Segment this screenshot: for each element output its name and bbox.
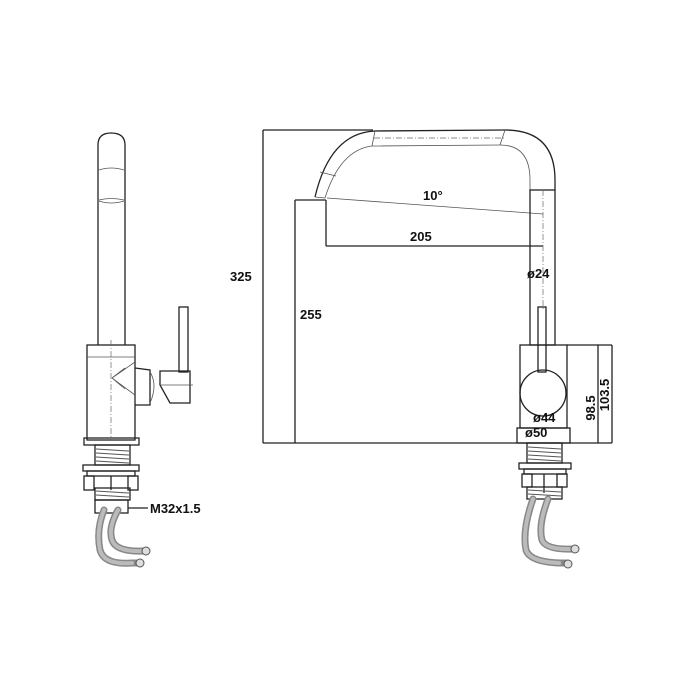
body-diameter-label: ø44 <box>533 410 556 425</box>
base-diameter-label: ø50 <box>525 425 547 440</box>
spout-diameter-label: ø24 <box>527 266 550 281</box>
side-base-plate <box>83 437 140 446</box>
overall-height-label: 325 <box>230 269 252 284</box>
body-height-inner-label: 98.5 <box>583 395 598 420</box>
spout-height-label: 255 <box>300 307 322 322</box>
side-mounting-thread <box>82 444 140 514</box>
front-supply-hoses <box>521 495 580 569</box>
front-spout-arch <box>314 129 556 198</box>
front-handle-lever <box>537 306 547 373</box>
side-spout-tube <box>97 132 126 345</box>
side-handle-block <box>159 370 191 404</box>
spout-angle-label: 10° <box>423 188 443 203</box>
spout-reach-label: 205 <box>410 229 432 244</box>
front-mounting-thread <box>518 442 572 500</box>
front-view-faucet: 325 255 205 10° ø24 ø44 ø50 98.5 103.5 <box>230 129 613 569</box>
thread-size-label: M32x1.5 <box>150 501 201 516</box>
body-height-outer-label: 103.5 <box>597 379 612 412</box>
dimension-lines <box>262 129 613 444</box>
side-handle-lever <box>178 306 189 373</box>
front-handle-knob <box>519 369 567 417</box>
side-supply-hoses <box>95 506 151 568</box>
side-view-faucet: M32x1.5 <box>82 132 201 568</box>
